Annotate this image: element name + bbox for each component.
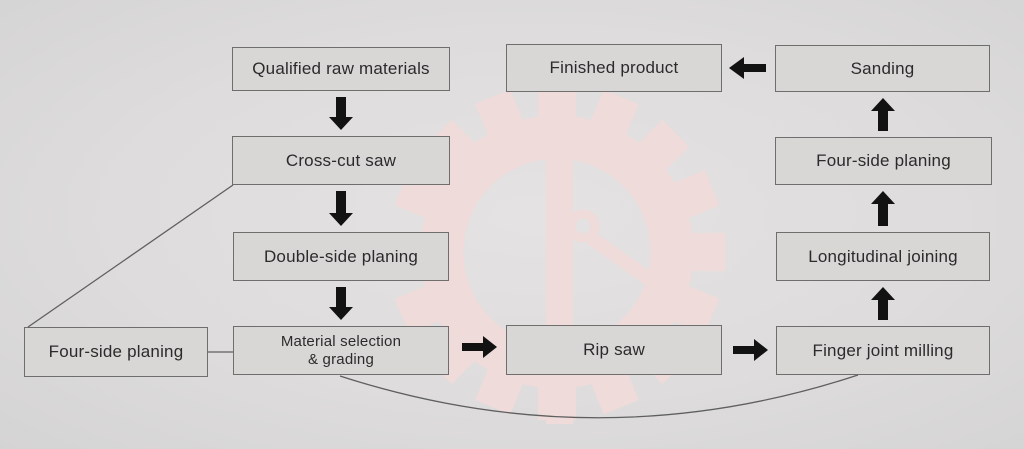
connector-crosscut-to-foursideplaning [27,184,234,328]
arrow-up-fourside-to-sanding [871,98,895,131]
arrow-down-qualified-to-crosscut [329,97,353,130]
node-label: Finished product [549,58,679,78]
arrow-right-ripsaw-to-fingerjoint [733,339,768,361]
arrow-down-doubleside-to-materialselection [329,287,353,320]
arrow-up-fingerjoint-to-longitudinal [871,287,895,320]
node-label: Rip saw [583,340,645,360]
node-four-side-planing-right: Four-side planing [775,137,992,185]
node-label-line2: & grading [307,350,374,368]
node-material-selection-grading: Material selection & grading [233,326,449,375]
node-label: Sanding [850,58,915,78]
arrow-right-materialselection-to-ripsaw [462,336,497,358]
node-finished-product: Finished product [506,44,722,92]
node-label: Cross-cut saw [285,150,397,170]
node-label: Four-side planing [816,151,951,171]
arrow-left-sanding-to-finishedproduct [729,57,766,79]
node-rip-saw: Rip saw [506,325,722,375]
node-double-side-planing: Double-side planing [233,232,449,281]
node-label: Finger joint milling [812,340,954,360]
node-qualified-raw-materials: Qualified raw materials [232,47,450,91]
node-label: Double-side planing [263,246,419,266]
connector-materialselection-to-fingerjoint-curve [339,374,859,419]
node-finger-joint-milling: Finger joint milling [776,326,990,375]
node-longitudinal-joining: Longitudinal joining [776,232,990,281]
node-label: Four-side planing [48,342,184,362]
node-cross-cut-saw: Cross-cut saw [232,136,450,185]
node-four-side-planing-left: Four-side planing [24,327,208,377]
node-label: Longitudinal joining [808,246,958,266]
node-label-line1: Material selection [280,333,402,351]
arrow-down-crosscut-to-doubleside [329,191,353,226]
arrow-up-longitudinal-to-fourside [871,191,895,226]
node-sanding: Sanding [775,45,990,92]
node-label: Qualified raw materials [252,59,430,79]
